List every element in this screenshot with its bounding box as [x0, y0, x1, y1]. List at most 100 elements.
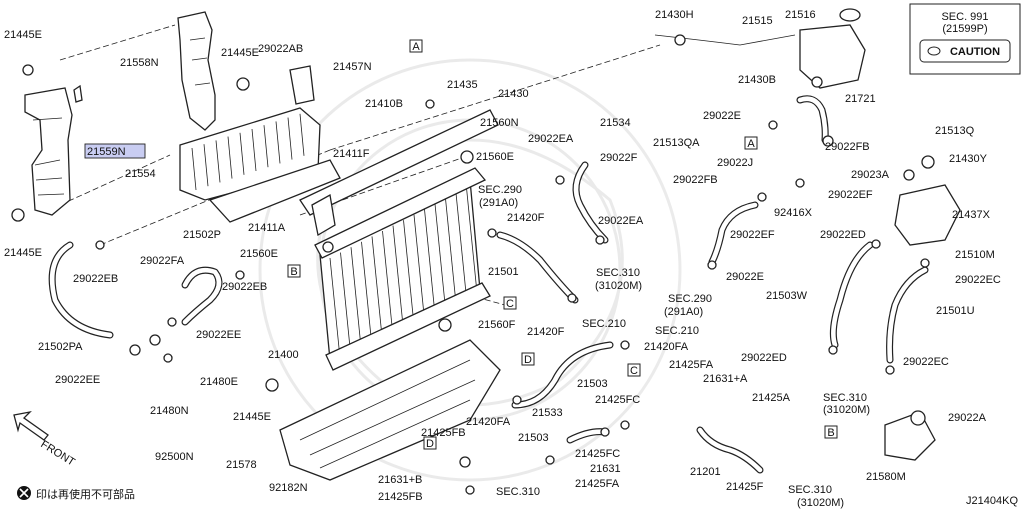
non-reusable-note: 印は再使用不可部品	[36, 487, 135, 501]
part-label-sec-310: SEC.310	[596, 267, 640, 279]
part-label-21411a: 21411A	[248, 222, 286, 234]
part-label-sec-310: SEC.310	[788, 484, 832, 496]
part-label-29022ec: 29022EC	[955, 274, 1001, 286]
part-label-21560n: 21560N	[480, 117, 519, 129]
part-label--31020m-: (31020M)	[595, 280, 642, 292]
part-label-29022e: 29022E	[703, 110, 741, 122]
part-label--291a0-: (291A0)	[479, 197, 518, 209]
front-indicator: FRONT	[13, 410, 77, 469]
part-label--31020m-: (31020M)	[823, 404, 870, 416]
radiator-fin	[434, 203, 446, 305]
electric-pump	[884, 410, 936, 461]
callout-letter-a: A	[412, 41, 420, 53]
part-label-92182n: 92182N	[269, 482, 308, 494]
upper-bracket	[177, 11, 250, 131]
part-label-21559n: 21559N	[87, 146, 126, 158]
radiator-fin	[392, 225, 404, 326]
guide-grill-bar	[191, 147, 197, 191]
part-label-sec-310: SEC.310	[823, 392, 867, 404]
radiator-fin	[382, 230, 393, 332]
part-label-sec-290: SEC.290	[478, 184, 522, 196]
part-label-21457n: 21457N	[333, 61, 372, 73]
part-label-29022ee: 29022EE	[55, 374, 100, 386]
guide-grill-bar	[203, 144, 209, 187]
part-label-29022eb: 29022EB	[73, 273, 118, 285]
section-box-line1: SEC. 991	[941, 11, 988, 23]
callout-box-b	[287, 264, 301, 278]
radiator-core	[314, 167, 491, 371]
part-label-29022ef: 29022EF	[828, 189, 873, 201]
callout-letter-d: D	[426, 438, 434, 450]
part-label-21430h: 21430H	[655, 9, 694, 21]
part-label-21631-a: 21631+A	[703, 373, 748, 385]
part-label-21503: 21503	[518, 432, 549, 444]
radiator-fin	[445, 198, 456, 299]
part-label-29022fa: 29022FA	[140, 255, 185, 267]
part-label-21631: 21631	[590, 463, 621, 475]
callout-box-c	[503, 296, 517, 310]
front-label: FRONT	[38, 438, 77, 468]
part-label-21515: 21515	[742, 15, 773, 27]
part-label-21445e: 21445E	[4, 29, 42, 41]
callout-letter-b: B	[290, 266, 297, 278]
part-label-21502pa: 21502PA	[38, 341, 83, 353]
part-label-21201: 21201	[690, 466, 721, 478]
part-label-sec-210: SEC.210	[582, 318, 626, 330]
guide-grill-bar	[263, 125, 269, 168]
radiator-fin	[413, 214, 425, 315]
part-label-21420fa: 21420FA	[644, 341, 689, 353]
part-label-21578: 21578	[226, 459, 257, 471]
guide-grill-bar	[287, 117, 293, 160]
part-label-21425fc: 21425FC	[595, 394, 640, 406]
part-label-21631-b: 21631+B	[378, 474, 422, 486]
caution-label-box: SEC. 991 (21599P) CAUTION	[909, 3, 1021, 75]
callout-letter-a: A	[747, 138, 755, 150]
part-label-21420fa: 21420FA	[466, 416, 511, 428]
part-label-21425fb: 21425FB	[421, 427, 466, 439]
part-label-29022ea: 29022EA	[528, 133, 574, 145]
part-label-21430b: 21430B	[738, 74, 776, 86]
part-label-29022ea: 29022EA	[598, 215, 644, 227]
part-label-29022f: 29022F	[600, 152, 638, 164]
part-label-29022fb: 29022FB	[673, 174, 718, 186]
highlight-box	[84, 143, 146, 159]
part-label-29022eb: 29022EB	[222, 281, 267, 293]
part-label-29022ed: 29022ED	[741, 352, 787, 364]
part-label-21420f: 21420F	[527, 326, 565, 338]
callout-letter-d: D	[524, 354, 532, 366]
part-label-21721: 21721	[845, 93, 876, 105]
part-label-29023a: 29023A	[851, 169, 890, 181]
guide-grill-bar	[215, 140, 221, 183]
part-label-21503w: 21503W	[766, 290, 808, 302]
callout-letter-c: C	[630, 365, 638, 377]
radiator-fin	[466, 187, 477, 288]
part-label-21425f: 21425F	[726, 481, 764, 493]
part-label-21558n: 21558N	[120, 57, 159, 69]
part-label-29022ec: 29022EC	[903, 356, 949, 368]
part-label-29022fb: 29022FB	[825, 141, 870, 153]
part-label-92416x: 92416X	[774, 207, 813, 219]
callout-box-c	[627, 363, 641, 377]
part-label-21410b: 21410B	[365, 98, 403, 110]
part-label-21534: 21534	[600, 117, 631, 129]
radiator-fin	[403, 220, 414, 321]
part-label-21513qa: 21513QA	[653, 137, 700, 149]
callout-letter-b: B	[827, 427, 834, 439]
radiator-fin	[361, 241, 372, 342]
part-label-sec-310: SEC.310	[496, 486, 540, 498]
hoses	[48, 34, 929, 474]
part-label-29022e: 29022E	[726, 271, 764, 283]
part-label-21480n: 21480N	[150, 405, 189, 417]
part-label-21437x: 21437X	[952, 209, 991, 221]
part-label-21503: 21503	[577, 378, 608, 390]
radiator-fin	[371, 236, 383, 337]
part-label-21425fa: 21425FA	[669, 359, 714, 371]
diagram-id: J21404KQ	[966, 495, 1018, 507]
part-label-21502p: 21502P	[183, 229, 221, 241]
part-label-21411f: 21411F	[333, 148, 370, 160]
part-label-21554: 21554	[125, 168, 156, 180]
part-label-21425fc: 21425FC	[575, 448, 620, 460]
radiator-upper-support	[299, 99, 499, 332]
callout-box-a	[744, 136, 758, 150]
radiator-fin	[329, 257, 341, 359]
